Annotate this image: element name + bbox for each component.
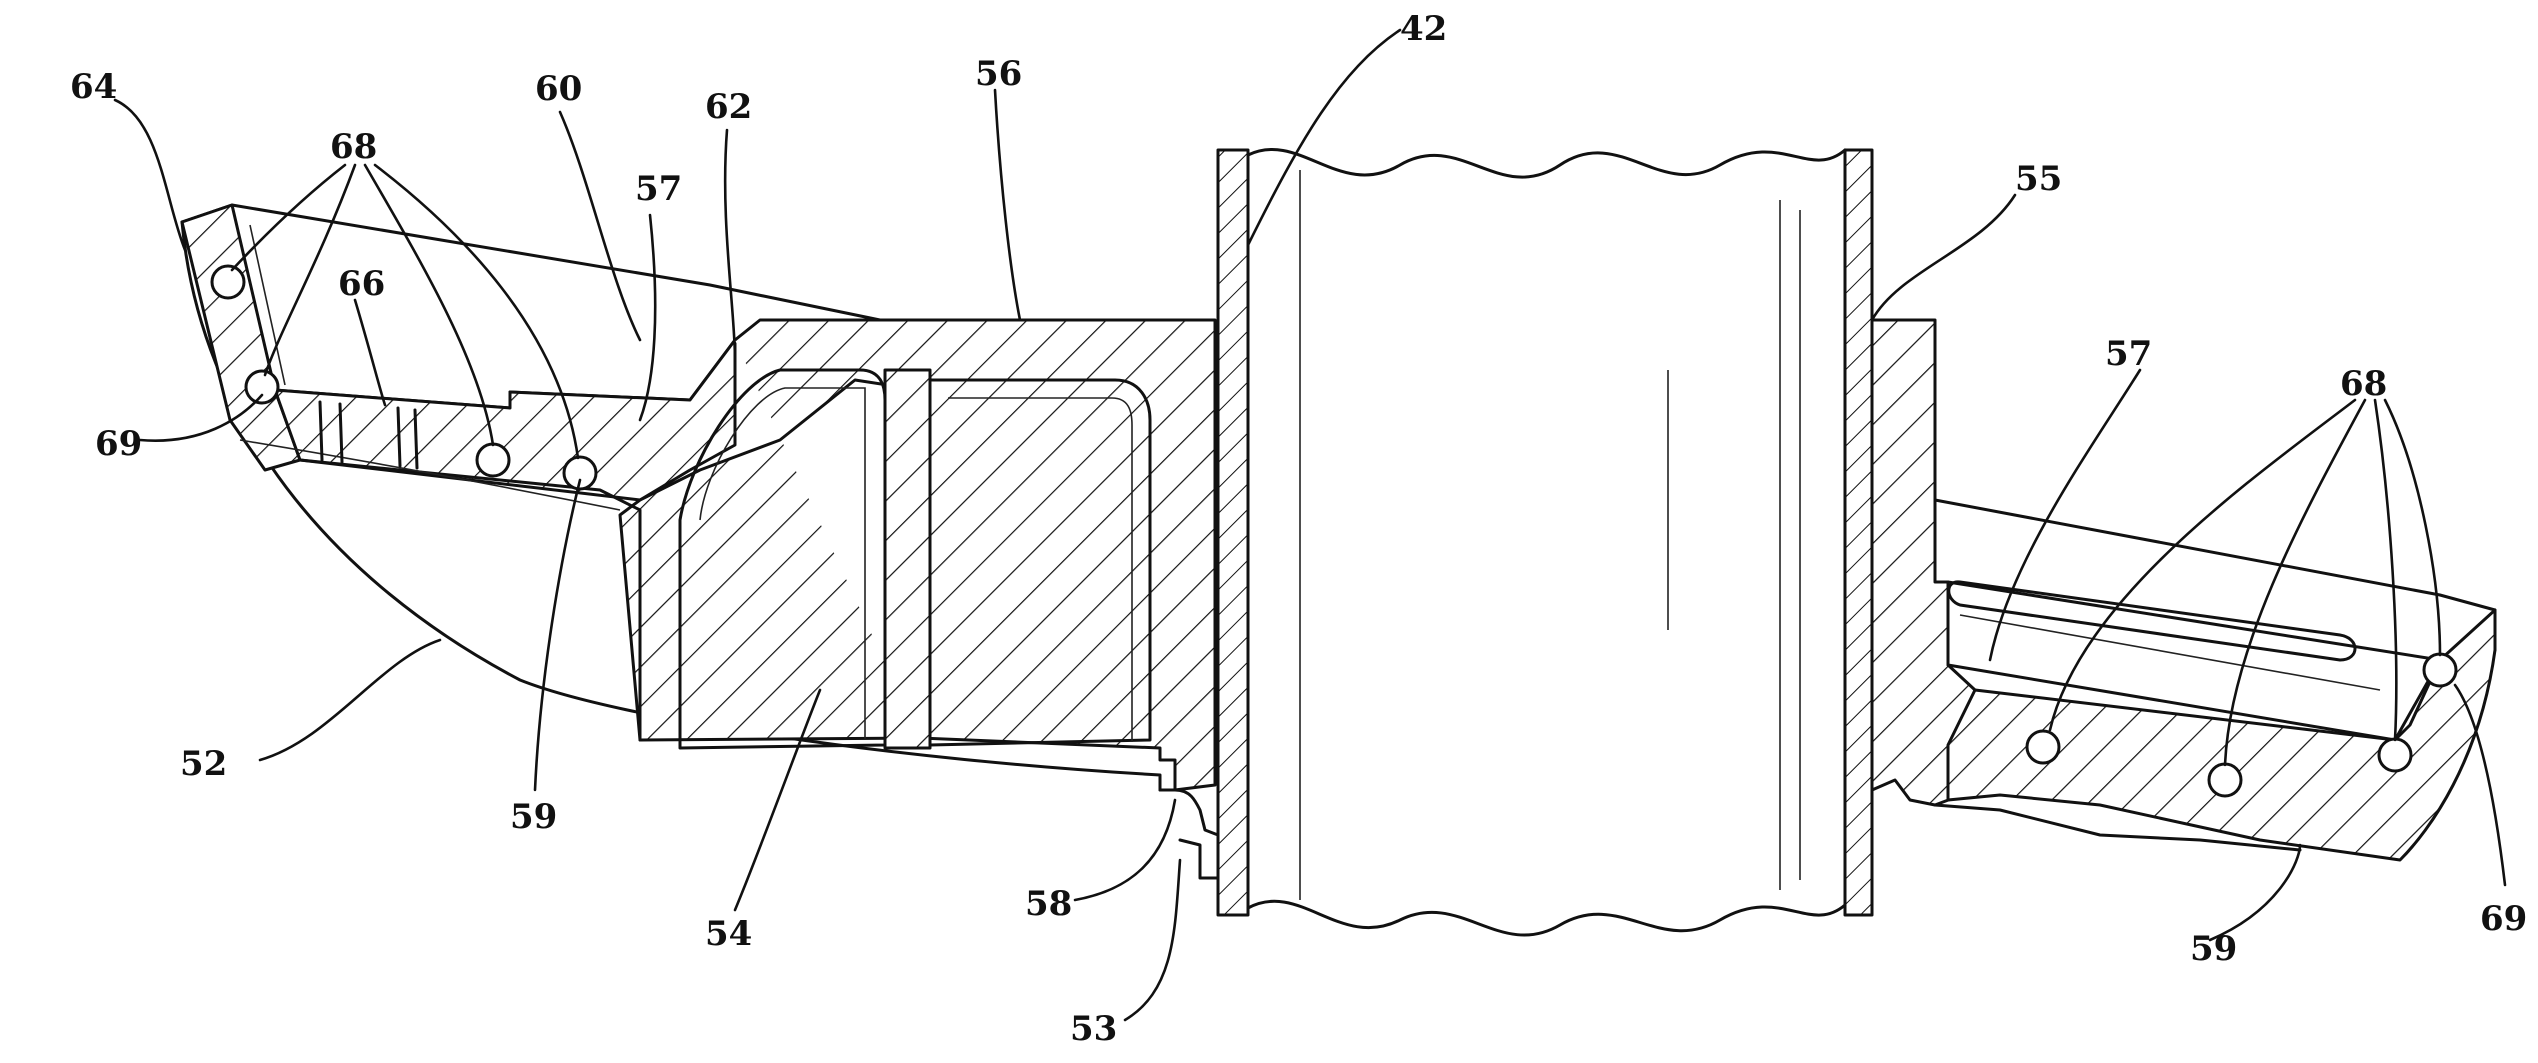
left-floor-segment [275, 340, 735, 500]
ref-56: 56 [975, 54, 1022, 94]
ref-55: 55 [2015, 159, 2062, 199]
ref-57-left: 57 [635, 169, 682, 209]
seal-ball-7 [2379, 739, 2411, 771]
chamber-top-edge [182, 205, 880, 320]
ref-60: 60 [535, 69, 582, 109]
leader-57-left [640, 215, 655, 420]
leader-60 [560, 112, 640, 340]
ref-64: 64 [70, 67, 117, 107]
leader-68-h [2385, 400, 2440, 655]
right-housing [1872, 320, 2495, 860]
leader-64 [115, 100, 185, 250]
ref-59-right: 59 [2190, 929, 2237, 969]
shaft-right-wall [1845, 150, 1872, 915]
reference-numerals: 64 68 60 62 57 56 42 66 69 52 59 54 58 5… [70, 9, 2527, 1049]
leader-68-f [2225, 400, 2365, 765]
leader-68-e [2050, 400, 2355, 730]
divider-wall [885, 370, 930, 748]
ref-53: 53 [1070, 1009, 1117, 1049]
left-housing [182, 205, 1215, 790]
seal-ball-5 [2027, 731, 2059, 763]
ref-57-right: 57 [2105, 334, 2152, 374]
ref-54: 54 [705, 914, 752, 954]
leader-lines [115, 30, 2505, 1020]
leader-59-left [535, 480, 580, 790]
seal-ball-3 [477, 444, 509, 476]
leader-52 [260, 640, 440, 760]
ref-68-left: 68 [330, 127, 377, 167]
seal-ball-2 [246, 371, 278, 403]
leader-42 [1248, 30, 1400, 245]
seal-ball-6 [2209, 764, 2241, 796]
ref-42: 42 [1400, 9, 1447, 49]
left-lower-wall [300, 460, 640, 740]
seal-step-58 [1160, 790, 1218, 878]
left-lip-wall [182, 205, 300, 470]
central-shaft [1218, 149, 1872, 935]
right-arm-hatched [1948, 610, 2495, 860]
ref-66: 66 [338, 264, 385, 304]
ref-68-right: 68 [2340, 364, 2387, 404]
ref-58: 58 [1025, 884, 1072, 924]
ref-62: 62 [705, 87, 752, 127]
ref-69-left: 69 [95, 424, 142, 464]
leader-59-right [2210, 845, 2300, 940]
shaft-bottom-break [1248, 901, 1845, 935]
ref-59-left: 59 [510, 797, 557, 837]
seal-ball-1 [212, 266, 244, 298]
leader-66 [355, 300, 385, 405]
leader-58 [1075, 800, 1175, 900]
ref-69-right: 69 [2480, 899, 2527, 939]
leader-56 [995, 90, 1020, 320]
leader-68-a [232, 165, 345, 270]
ref-52: 52 [180, 744, 227, 784]
shaft-left-wall [1218, 150, 1248, 915]
leader-62 [725, 130, 735, 360]
seal-ball-8 [2424, 654, 2456, 686]
shaft-top-break [1248, 149, 1845, 177]
leader-53 [1125, 860, 1180, 1020]
leader-55 [1872, 195, 2015, 320]
